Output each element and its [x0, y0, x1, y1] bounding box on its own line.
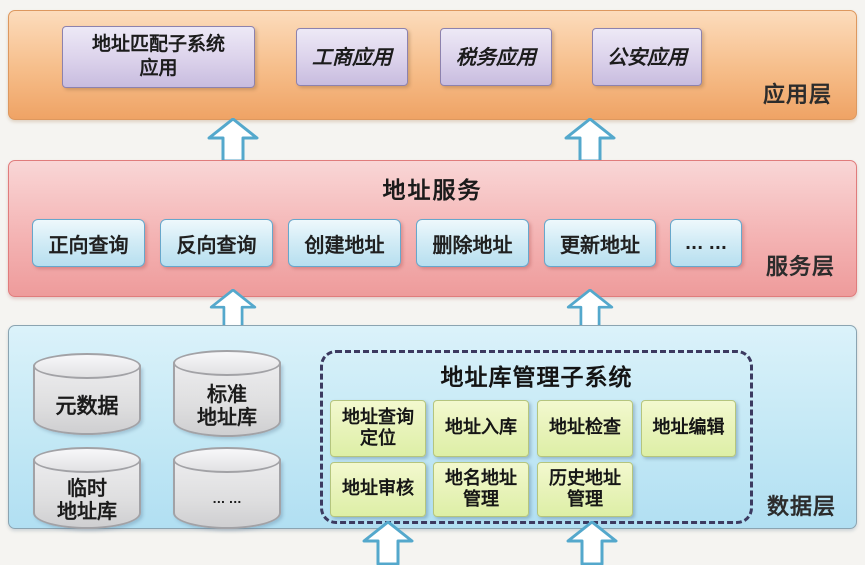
cylinder-top	[33, 353, 141, 379]
module-box-placename-address-mgmt: 地名地址 管理	[433, 462, 529, 517]
cylinder-top	[173, 447, 281, 473]
db-cylinder-standard-address: 标准 地址库	[173, 350, 281, 437]
up-arrow-icon	[207, 118, 259, 162]
app-box-tax: 税务应用	[440, 28, 552, 86]
cylinder-shape	[173, 460, 281, 529]
app-box-address-matching-subsystem: 地址匹配子系统 应用	[62, 26, 255, 88]
service-box-ellipsis: ... ...	[670, 219, 742, 267]
module-box-address-check: 地址检查	[537, 400, 633, 457]
up-arrow-icon	[209, 289, 257, 329]
architecture-diagram: { "layers": { "application": { "label": …	[8, 10, 857, 565]
data-layer-label: 数据层	[767, 495, 837, 520]
service-layer-label: 服务层	[766, 255, 836, 280]
db-cylinder-temporary-address: 临时 地址库	[33, 447, 141, 529]
up-arrow-icon	[564, 118, 616, 162]
db-cylinder-metadata: 元数据	[33, 353, 141, 435]
module-box-address-query-locate: 地址查询 定位	[330, 400, 426, 457]
service-box-update-address: 更新地址	[544, 219, 656, 267]
up-arrow-icon	[566, 289, 614, 329]
module-box-address-review: 地址审核	[330, 462, 426, 517]
cylinder-top	[33, 447, 141, 473]
application-layer-label: 应用层	[763, 83, 833, 108]
service-box-reverse-query: 反向查询	[160, 219, 273, 267]
module-box-address-import: 地址入库	[433, 400, 529, 457]
subsystem-title: 地址库管理子系统	[440, 365, 633, 391]
db-cylinder-ellipsis: ... ...	[173, 447, 281, 529]
address-db-management-subsystem: 地址库管理子系统	[320, 350, 753, 524]
module-box-address-edit: 地址编辑	[641, 400, 736, 457]
up-arrow-icon	[362, 521, 414, 565]
service-box-forward-query: 正向查询	[32, 219, 145, 267]
service-box-create-address: 创建地址	[288, 219, 401, 267]
app-box-industry-commerce: 工商应用	[296, 28, 408, 86]
cylinder-top	[173, 350, 281, 376]
service-box-delete-address: 删除地址	[416, 219, 529, 267]
service-layer-title: 地址服务	[382, 178, 483, 204]
up-arrow-icon	[566, 521, 618, 565]
module-box-history-address-mgmt: 历史地址 管理	[537, 462, 633, 517]
app-box-public-security: 公安应用	[592, 28, 702, 86]
